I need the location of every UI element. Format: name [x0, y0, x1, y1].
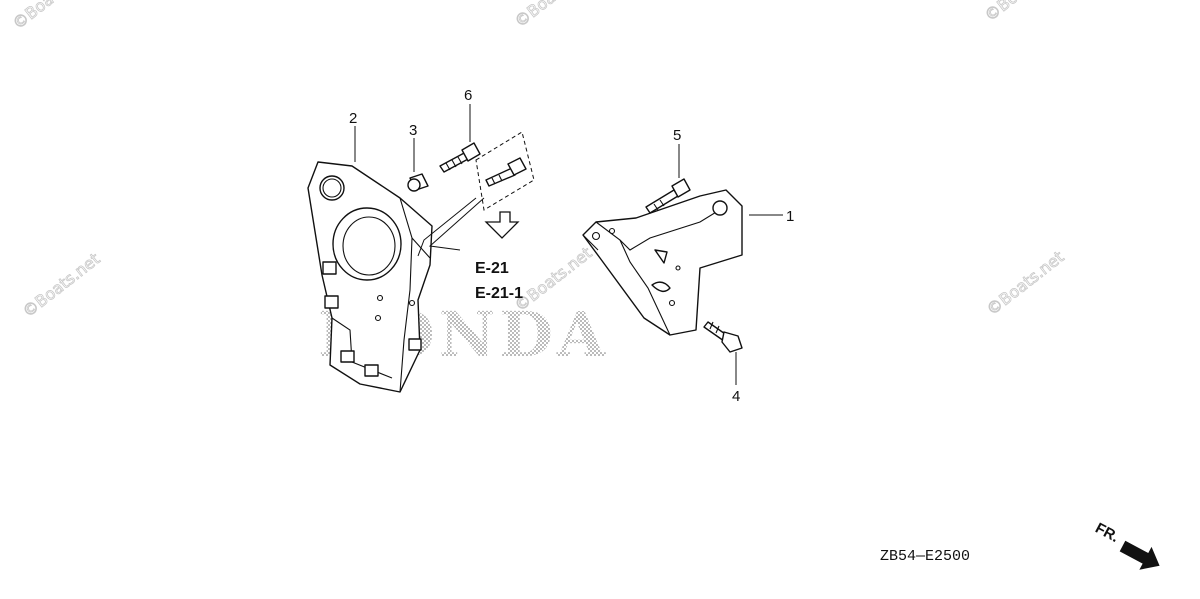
part-5-bolt [645, 178, 691, 214]
front-marker-label: FR. [1092, 520, 1121, 546]
front-arrow-icon [1119, 540, 1160, 570]
watermarks: ©Boats.net ©Boats.net ©Boats.net ©Boats.… [8, 0, 1068, 322]
watermark: ©Boats.net [983, 247, 1068, 319]
ref-e-21-1: E-21-1 [475, 285, 523, 302]
part-3-collar [407, 173, 429, 192]
variant-box [475, 131, 535, 211]
callout-5: 5 [673, 127, 681, 144]
watermark: ©Boats.net [981, 0, 1066, 25]
callout-4: 4 [732, 388, 740, 405]
leader-lines [354, 104, 783, 385]
part-2-plate [307, 161, 433, 393]
watermark: ©Boats.net [511, 0, 596, 31]
callout-1: 1 [786, 208, 794, 225]
callout-6: 6 [464, 87, 472, 104]
callout-3: 3 [409, 122, 417, 139]
reference-arrow [484, 211, 520, 239]
front-marker: FR. [1092, 520, 1160, 570]
watermark: ©Boats.net [9, 0, 94, 33]
part-4-bolt [703, 321, 743, 353]
callout-2: 2 [349, 110, 357, 127]
part-6-bolt [439, 142, 481, 173]
watermark: ©Boats.net [19, 249, 104, 321]
diagram-code: ZB54—E2500 [880, 548, 970, 565]
part-1-bracket [582, 189, 743, 336]
ref-e-21: E-21 [475, 260, 509, 277]
